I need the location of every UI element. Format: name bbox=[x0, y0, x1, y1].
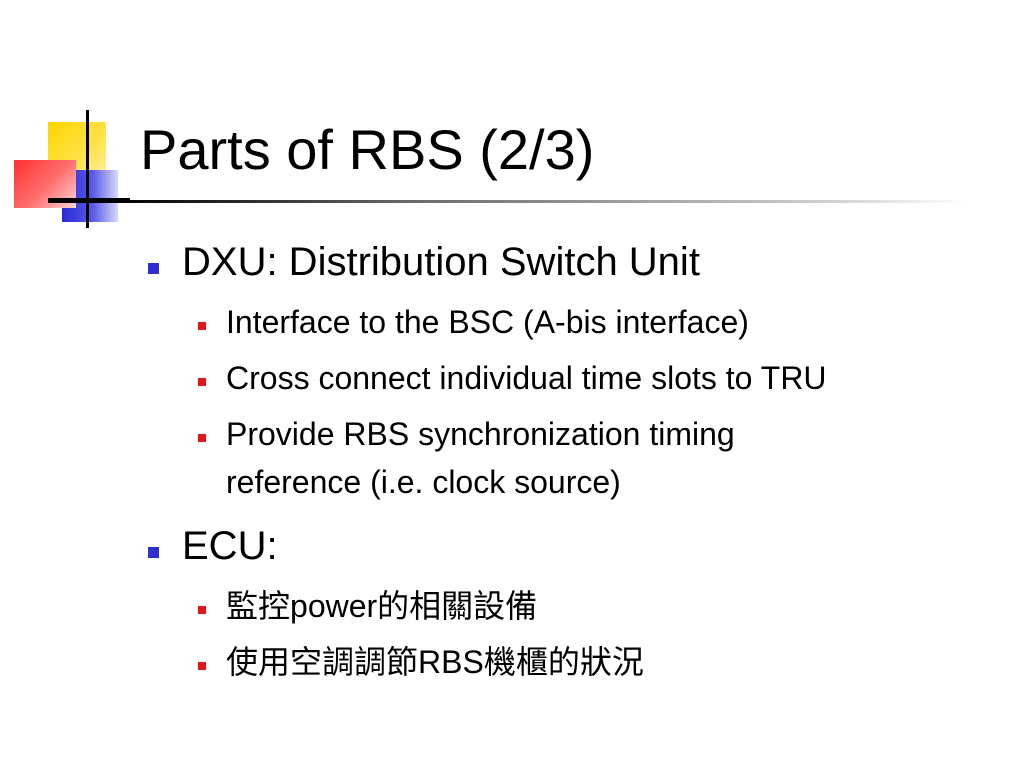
sub-bullet-icon bbox=[198, 378, 206, 386]
sub-bullet-icon bbox=[198, 434, 206, 442]
sub-bullet-item-rbs: 使用空調調節RBS機櫃的狀況 bbox=[226, 642, 644, 682]
latin-text: RBS bbox=[418, 644, 484, 680]
horizontal-line bbox=[48, 198, 130, 200]
bullet-icon bbox=[148, 547, 159, 558]
cjk-text: 監控 bbox=[226, 587, 291, 625]
sub-bullet-item: Interface to the BSC (A-bis interface) bbox=[226, 304, 749, 340]
decorative-logo bbox=[0, 0, 150, 240]
sub-bullet-icon bbox=[198, 606, 206, 614]
sub-bullet-item-line1: Provide RBS synchronization timing bbox=[226, 416, 735, 452]
sub-bullet-item: Cross connect individual time slots to T… bbox=[226, 360, 827, 396]
cjk-text: 的相關設備 bbox=[377, 587, 538, 625]
cjk-text: 機櫃的狀況 bbox=[483, 643, 644, 681]
slide-title: Parts of RBS (2/3) bbox=[140, 118, 595, 181]
sub-bullet-icon bbox=[198, 662, 206, 670]
sub-bullet-item-power: 監控power的相關設備 bbox=[226, 586, 537, 626]
title-divider bbox=[48, 200, 968, 203]
sub-bullet-icon bbox=[198, 322, 206, 330]
vertical-line bbox=[86, 110, 89, 228]
bullet-item-ecu: ECU: bbox=[182, 524, 278, 568]
sub-bullet-item-line2: reference (i.e. clock source) bbox=[226, 464, 621, 500]
cjk-text: 使用空調調節 bbox=[226, 643, 419, 681]
bullet-icon bbox=[148, 263, 159, 274]
latin-text: power bbox=[290, 588, 378, 624]
bullet-item-dxu: DXU: Distribution Switch Unit bbox=[182, 240, 700, 284]
